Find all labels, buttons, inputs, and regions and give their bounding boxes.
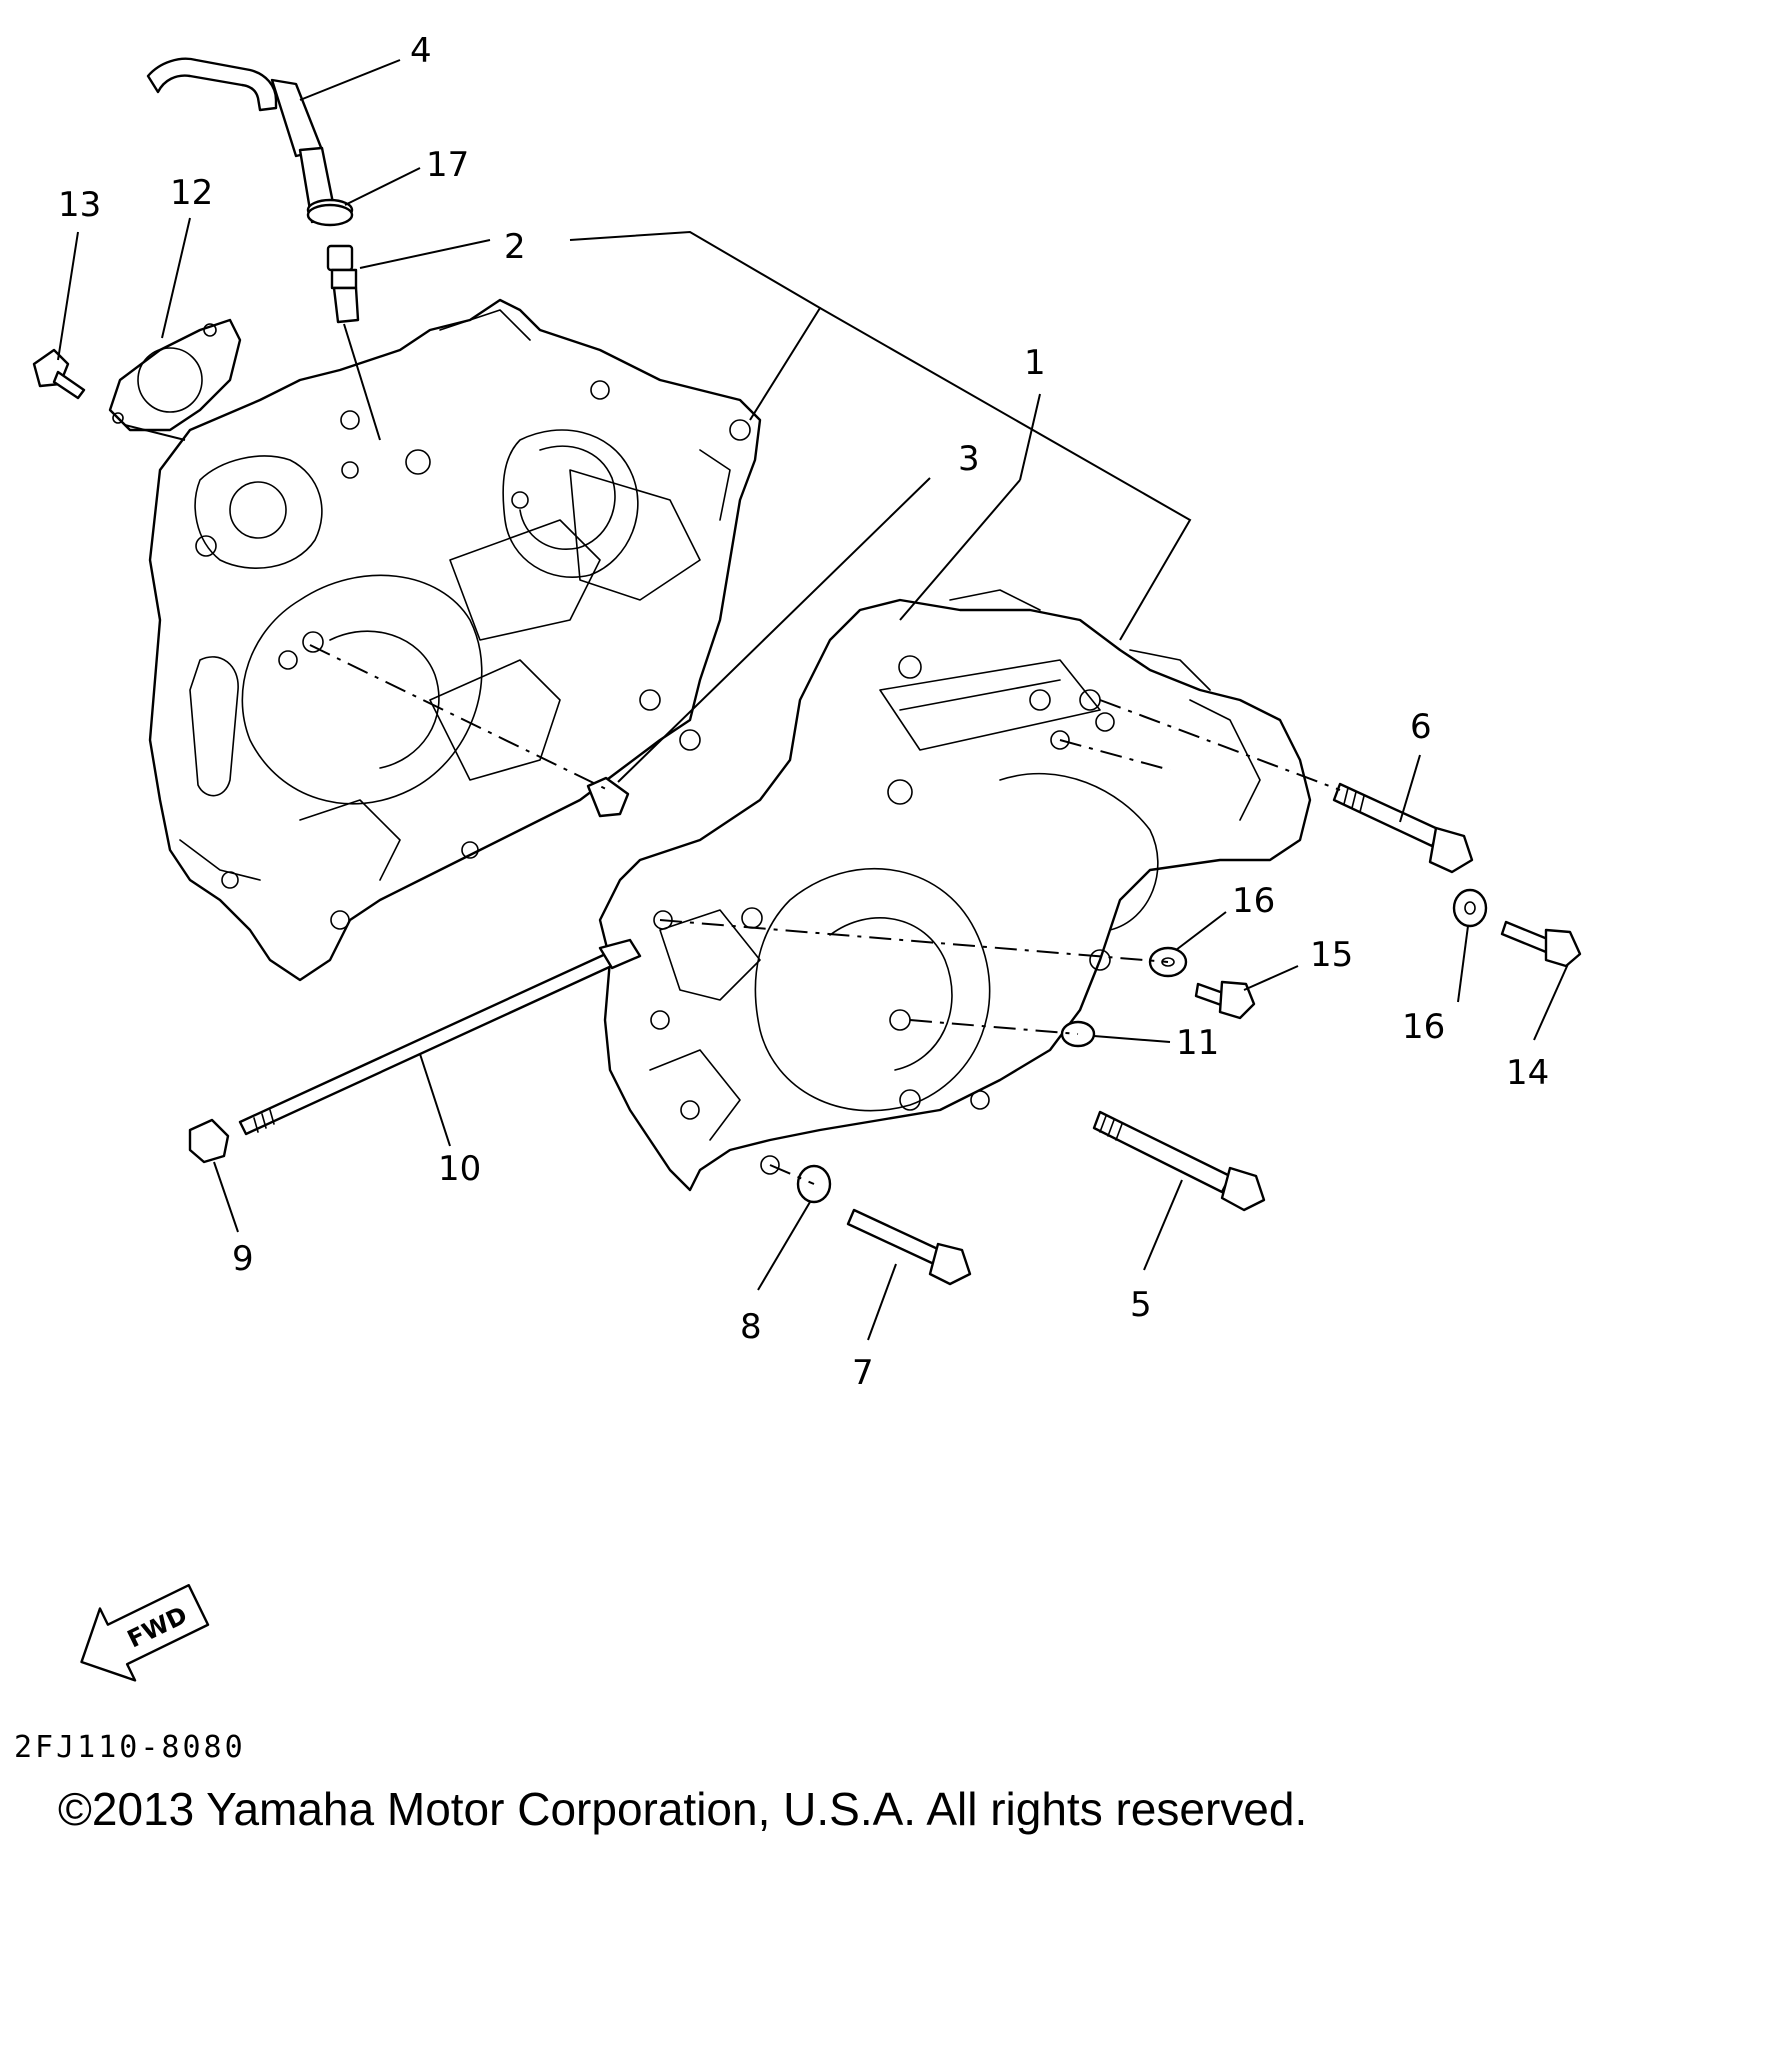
gasket — [108, 318, 242, 441]
assembly-lines — [309, 644, 1341, 1185]
callout-16b: 16 — [1402, 1007, 1445, 1047]
nut-9 — [188, 1118, 230, 1164]
callout-10: 10 — [438, 1149, 481, 1189]
callout-14: 14 — [1506, 1053, 1549, 1093]
callout-6: 6 — [1410, 707, 1432, 747]
callout-9: 9 — [232, 1239, 254, 1279]
bolt-5 — [1092, 1110, 1266, 1212]
callout-1: 1 — [1024, 343, 1046, 383]
callout-16a: 16 — [1232, 881, 1275, 921]
bolt-7 — [846, 1208, 972, 1286]
hose-clip — [306, 198, 354, 227]
callout-11: 11 — [1176, 1023, 1219, 1063]
right-crankcase — [598, 589, 1312, 1192]
bolt-14 — [1500, 920, 1582, 968]
callout-2: 2 — [504, 227, 526, 267]
left-crankcase — [148, 298, 762, 982]
callout-5: 5 — [1130, 1285, 1152, 1325]
callout-13: 13 — [58, 185, 101, 225]
callout-7: 7 — [852, 1353, 874, 1393]
callout-12: 12 — [170, 173, 213, 213]
callout-numbers: 4 17 12 13 2 1 3 6 16 15 16 14 11 10 9 5… — [58, 31, 1549, 1393]
dowel-pin-3 — [586, 776, 630, 818]
stud-bolt-10 — [238, 938, 642, 1136]
copyright-notice: ©2013 Yamaha Motor Corporation, U.S.A. A… — [58, 1783, 1308, 1835]
callout-17: 17 — [426, 145, 469, 185]
callout-4: 4 — [410, 31, 432, 71]
bolt-15 — [1194, 980, 1256, 1020]
callout-3: 3 — [958, 439, 980, 479]
fwd-arrow: FWD — [80, 1583, 210, 1682]
callout-leaders — [57, 59, 1569, 1341]
callout-15: 15 — [1310, 935, 1353, 975]
reference-code: 2FJ110-8080 — [14, 1730, 246, 1765]
bolt-13 — [32, 348, 86, 400]
washer-16b — [1452, 888, 1488, 928]
breather-fitting — [326, 244, 381, 441]
callout-8: 8 — [740, 1307, 762, 1347]
bolt-6 — [1332, 782, 1474, 874]
